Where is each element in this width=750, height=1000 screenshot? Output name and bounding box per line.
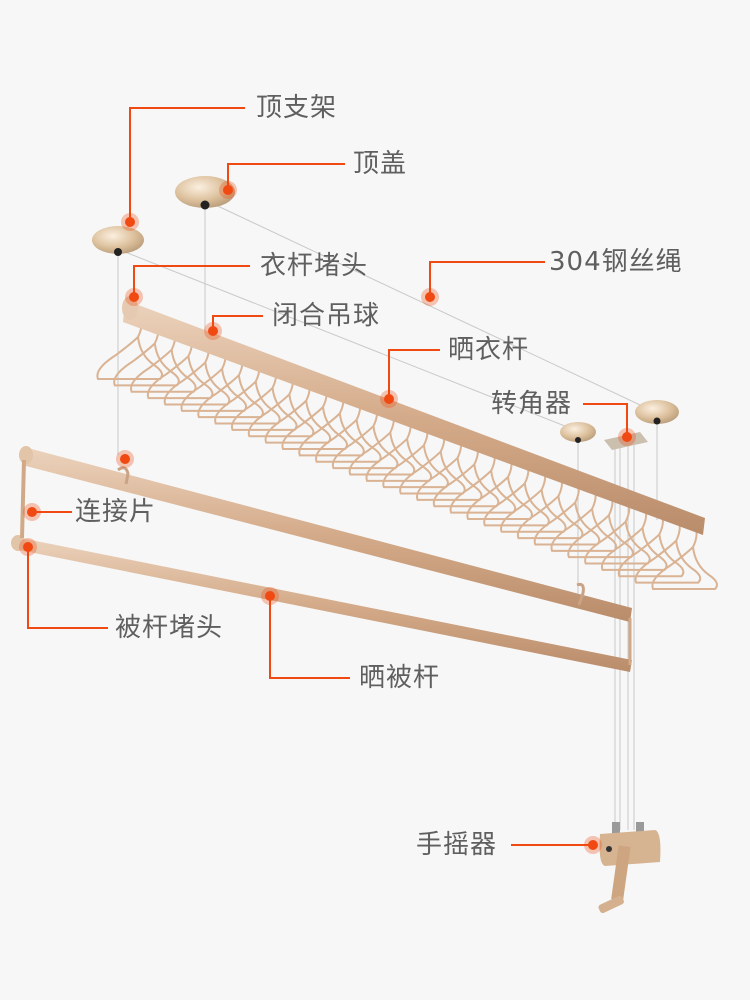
hanger — [315, 397, 382, 463]
marker-dot — [120, 454, 130, 464]
hanger — [567, 492, 634, 559]
label-clothes-rod-end-cap: 衣杆堵头 — [260, 251, 369, 281]
label-top-bracket: 顶支架 — [256, 93, 338, 123]
marker-dots — [19, 181, 636, 854]
hanger — [516, 473, 584, 540]
label-closing-hanging-ball: 闭合吊球 — [272, 301, 381, 331]
marker-dot — [425, 292, 435, 302]
marker-dot — [622, 432, 632, 442]
leader-top-cover — [227, 163, 345, 190]
marker-dot — [265, 591, 275, 601]
hanger — [348, 410, 416, 476]
ceiling-cap-right — [635, 400, 679, 425]
hanger — [533, 480, 601, 546]
hanger — [617, 511, 685, 578]
ceiling-cap-left — [92, 226, 144, 256]
hanger — [651, 524, 718, 590]
hanger — [331, 403, 399, 470]
steel-wires — [117, 199, 658, 830]
marker-dot — [588, 840, 598, 850]
leader-clothes-rod-end-cap — [133, 265, 250, 297]
hanger — [180, 346, 248, 412]
label-top-cover: 顶盖 — [353, 149, 408, 179]
quilt-rod-upper — [19, 446, 632, 622]
label-quilt-drying-rod: 晒被杆 — [359, 663, 441, 693]
label-clothes-drying-rod: 晒衣杆 — [448, 335, 530, 365]
hanger — [432, 441, 500, 508]
hanger — [365, 416, 433, 482]
marker-dot — [208, 326, 218, 336]
hanger — [214, 359, 281, 425]
leader-quilt-drying-rod — [269, 596, 350, 679]
quilt-hook-right — [576, 582, 585, 606]
hanger — [382, 422, 449, 489]
marker-dot — [125, 217, 135, 227]
marker-dot — [384, 394, 394, 404]
leader-top-bracket — [129, 107, 245, 222]
hanger — [415, 435, 483, 501]
hanger — [298, 390, 365, 457]
hanger — [550, 486, 618, 552]
connecting-bar — [20, 459, 26, 539]
hanger — [130, 327, 197, 393]
hanger — [281, 384, 348, 450]
hanger — [449, 448, 517, 514]
hanger — [163, 340, 231, 406]
leader-lines — [27, 107, 628, 846]
hanger — [634, 518, 702, 584]
label-hand-crank: 手摇器 — [416, 830, 498, 860]
hanger — [113, 320, 180, 387]
hanger — [399, 429, 466, 495]
marker-dot — [27, 507, 37, 517]
ceiling-cap-top — [175, 176, 235, 210]
hanger — [247, 371, 315, 438]
hanger — [600, 505, 668, 571]
label-quilt-rod-end-cap: 被杆堵头 — [115, 613, 224, 643]
hanger — [466, 454, 533, 520]
marker-dot — [223, 185, 233, 195]
hanger — [584, 499, 651, 565]
hanger — [483, 460, 550, 527]
leader-clothes-drying-rod — [388, 349, 440, 399]
hand-crank-part — [598, 822, 661, 914]
hanger — [264, 378, 332, 444]
hanger — [197, 352, 264, 419]
hangers — [96, 314, 718, 590]
hanger — [96, 314, 163, 380]
label-steel-wire-rope: 304钢丝绳 — [549, 247, 683, 277]
quilt-rod-lower — [11, 535, 632, 672]
label-corner-device: 转角器 — [491, 389, 573, 419]
leader-corner-device — [583, 403, 628, 437]
leader-steel-wire-rope — [429, 261, 545, 297]
leader-quilt-rod-end-cap — [27, 547, 108, 629]
hanger — [146, 333, 214, 400]
ceiling-cap-right-small — [560, 422, 596, 443]
quilt-hook — [117, 466, 130, 485]
marker-dot — [23, 542, 33, 552]
hanger — [230, 365, 298, 431]
marker-dot — [129, 292, 139, 302]
hanger — [500, 467, 567, 533]
label-connecting-piece: 连接片 — [75, 497, 157, 527]
